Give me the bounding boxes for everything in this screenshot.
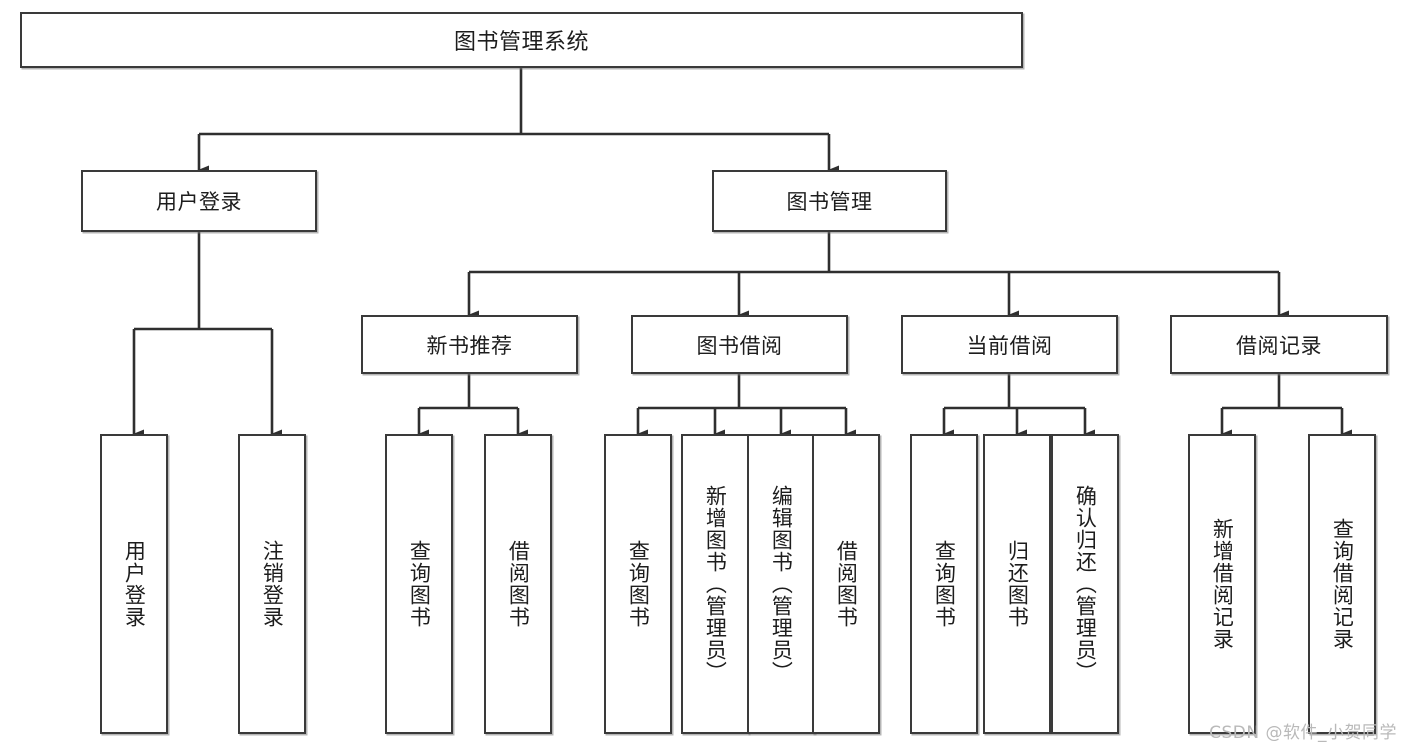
node-current-borrow-label: 当前借阅 bbox=[966, 333, 1053, 358]
leaf-node[interactable]: 新增借阅记录 bbox=[1188, 434, 1256, 734]
leaf-node[interactable]: 编辑图书（管理员） bbox=[747, 434, 815, 734]
leaf-node-label: 新增借阅记录 bbox=[1210, 518, 1235, 650]
leaf-node[interactable]: 查询图书 bbox=[910, 434, 978, 734]
leaf-node[interactable]: 用户登录 bbox=[100, 434, 168, 734]
leaf-node-label: 查询图书 bbox=[626, 540, 651, 628]
node-borrow-record[interactable]: 借阅记录 bbox=[1170, 315, 1388, 374]
node-user-login[interactable]: 用户登录 bbox=[81, 170, 317, 232]
node-user-login-label: 用户登录 bbox=[156, 190, 242, 214]
leaf-node[interactable]: 查询图书 bbox=[385, 434, 453, 734]
leaf-node-label: 用户登录 bbox=[122, 540, 147, 628]
node-current-borrow[interactable]: 当前借阅 bbox=[901, 315, 1118, 374]
leaf-node[interactable]: 归还图书 bbox=[983, 434, 1051, 734]
leaf-node-label: 注销登录 bbox=[260, 540, 285, 628]
node-new-book-recommend-label: 新书推荐 bbox=[426, 333, 513, 358]
leaf-node[interactable]: 新增图书（管理员） bbox=[681, 434, 749, 734]
leaf-node-label: 查询图书 bbox=[407, 540, 432, 628]
node-book-borrow[interactable]: 图书借阅 bbox=[631, 315, 848, 374]
leaf-node-label: 借阅图书 bbox=[834, 540, 859, 628]
leaf-node-label: 借阅图书 bbox=[506, 540, 531, 628]
leaf-node-label: 归还图书 bbox=[1005, 540, 1030, 628]
node-borrow-record-label: 借阅记录 bbox=[1236, 333, 1322, 358]
leaf-node[interactable]: 查询借阅记录 bbox=[1308, 434, 1376, 734]
leaf-node-label: 查询图书 bbox=[932, 540, 957, 628]
node-book-management[interactable]: 图书管理 bbox=[712, 170, 947, 232]
leaf-node[interactable]: 注销登录 bbox=[238, 434, 306, 734]
leaf-node-label: 查询借阅记录 bbox=[1330, 518, 1355, 650]
leaf-node[interactable]: 借阅图书 bbox=[812, 434, 880, 734]
leaf-node[interactable]: 查询图书 bbox=[604, 434, 672, 734]
leaf-node-label: 编辑图书（管理员） bbox=[769, 485, 794, 683]
leaf-node-label: 确认归还（管理员） bbox=[1073, 485, 1098, 683]
edge-group bbox=[132, 68, 1352, 439]
node-book-management-label: 图书管理 bbox=[786, 190, 873, 214]
leaf-node[interactable]: 借阅图书 bbox=[484, 434, 552, 734]
node-root-label: 图书管理系统 bbox=[453, 30, 589, 55]
node-root[interactable]: 图书管理系统 bbox=[20, 12, 1023, 68]
leaf-node-label: 新增图书（管理员） bbox=[703, 485, 728, 683]
watermark: CSDN @软件_小贺同学 bbox=[1209, 723, 1397, 743]
node-book-borrow-label: 图书借阅 bbox=[696, 333, 783, 358]
leaf-node[interactable]: 确认归还（管理员） bbox=[1051, 434, 1119, 734]
node-new-book-recommend[interactable]: 新书推荐 bbox=[361, 315, 578, 374]
